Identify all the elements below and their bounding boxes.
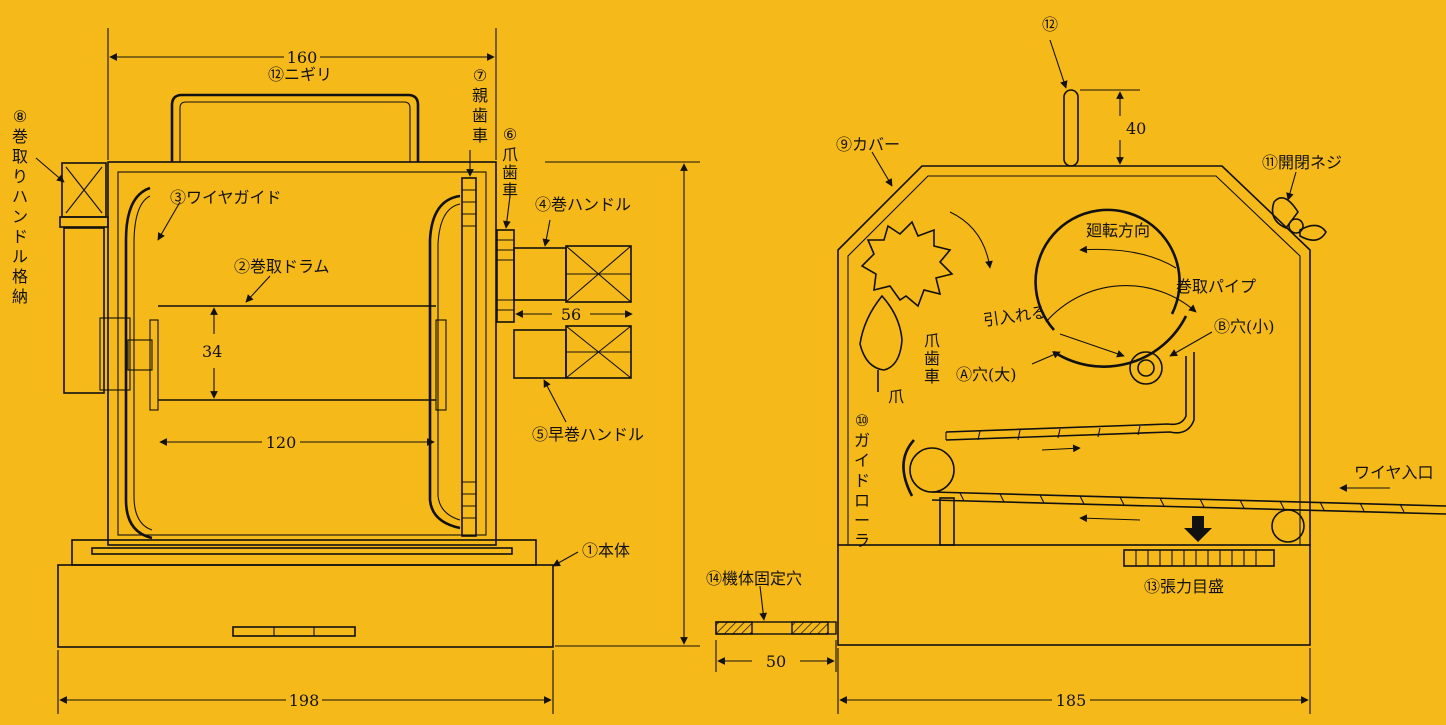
label-drum: ②巻取ドラム — [234, 257, 330, 276]
label-grip-num: ⑫ — [1042, 15, 1058, 34]
wire-bottom-upper — [931, 491, 1446, 507]
fast-handle-shaft — [513, 329, 567, 379]
main-frame — [107, 161, 497, 546]
wing-screw-upper — [1271, 196, 1299, 229]
dim-50: 50 — [766, 652, 786, 671]
label-rotation: 廻転方向 — [1086, 221, 1150, 240]
front-view: 160 198 34 120 56 ⑫ニギリ ③ワイヤガイ — [12, 28, 700, 714]
side-base — [837, 544, 1311, 646]
label-claw-gear-num: ⑥ — [503, 125, 517, 144]
claw-gear — [496, 229, 515, 323]
label-mount-hole: ⑭機体固定穴 — [706, 569, 802, 588]
label-handle-storage-4: ハ — [12, 187, 28, 206]
label-handle-storage-3: り — [12, 167, 28, 186]
label-guide-roller-3: ド — [854, 471, 870, 490]
label-guide-roller-1: ガ — [854, 431, 870, 450]
right-wire-guide — [428, 194, 461, 530]
dim-185: 185 — [1056, 691, 1087, 710]
tension-scale — [1123, 549, 1275, 567]
label-handle-storage-8: 格 — [12, 267, 28, 286]
label-claw-gear-3: 車 — [502, 181, 518, 200]
label-cover: ⑨カバー — [836, 135, 900, 154]
base-slot — [232, 626, 356, 637]
label-claw: 爪 — [888, 387, 904, 406]
handle-storage-body — [63, 227, 105, 394]
dim-34: 34 — [202, 342, 222, 361]
label-main-gear-3: 車 — [472, 126, 488, 145]
label-claw-gear-2: 歯 — [502, 163, 518, 182]
label-handle-storage-6: ド — [12, 227, 28, 246]
wire-top — [945, 352, 1195, 441]
label-guide-roller-4: ロ — [854, 491, 870, 510]
label-claw-gear-1: 爪 — [502, 145, 518, 164]
label-tension-scale: ⑬張力目盛 — [1144, 577, 1224, 596]
label-main-gear-num: ⑦ — [473, 66, 487, 85]
label-claw-gear-right-3: 車 — [924, 367, 940, 386]
label-handle-storage-num: ⑧ — [13, 107, 27, 126]
ratchet-gear — [860, 220, 954, 308]
wing-screw-lower — [1299, 224, 1327, 241]
base-box — [57, 564, 554, 648]
label-fast-handle: ⑤早巻ハンドル — [532, 425, 644, 444]
side-view: 40 185 ⑫ ⑨カバー ⑪開閉ネジ 廻転方向 巻取パイプ Ⓑ穴(小) Ⓐ穴(… — [836, 15, 1446, 714]
label-body: ①本体 — [582, 541, 630, 560]
label-hole-small: Ⓑ穴(小) — [1214, 317, 1275, 336]
label-wind-handle: ④巻ハンドル — [535, 195, 631, 214]
label-wire-in: ワイヤ入口 — [1354, 463, 1434, 482]
dim-40: 40 — [1126, 119, 1146, 138]
label-handle-storage-7: ル — [12, 247, 28, 266]
label-guide-roller-num: ⑩ — [855, 411, 869, 430]
wind-handle-shaft — [513, 247, 567, 301]
grip-handle — [170, 93, 420, 162]
label-claw-gear-right-1: 爪 — [924, 331, 940, 350]
main-gear — [461, 177, 477, 537]
dim-120: 120 — [266, 433, 297, 452]
label-handle-storage-1: 巻 — [12, 127, 28, 146]
label-claw-gear-right-2: 歯 — [924, 349, 940, 368]
guide-roller-shield — [902, 439, 915, 497]
dim-160: 160 — [287, 48, 318, 67]
label-guide-roller-5: ー — [854, 511, 870, 530]
label-guide-roller-6: ラ — [854, 531, 870, 550]
claw-part — [859, 294, 903, 371]
label-handle-storage-2: 取 — [12, 147, 28, 166]
label-pipe: 巻取パイプ — [1176, 277, 1256, 296]
pipe-inner — [1034, 208, 1181, 331]
label-grip-side: ⑫ニギリ — [268, 65, 332, 84]
label-main-gear-1: 親 — [472, 86, 488, 105]
mount-hatch-right — [791, 621, 829, 635]
dim-56: 56 — [561, 305, 581, 324]
label-open-screw: ⑪開閉ネジ — [1262, 153, 1342, 172]
label-handle-storage-9: 納 — [12, 287, 28, 306]
base-plate — [71, 539, 537, 566]
mount-hole-detail: ⑭機体固定穴 50 — [706, 569, 837, 672]
pipe-outer-left — [1053, 315, 1188, 368]
label-hole-large: Ⓐ穴(大) — [956, 365, 1017, 384]
label-handle-storage-5: ン — [12, 207, 28, 226]
left-wire-guide — [124, 186, 153, 540]
label-pull-in: 引入れる — [982, 302, 1048, 330]
tension-roller — [1271, 509, 1305, 543]
dim-198: 198 — [289, 691, 320, 710]
guide-roller — [909, 447, 955, 493]
label-main-gear-2: 歯 — [472, 106, 488, 125]
label-guide-roller-2: イ — [854, 451, 870, 470]
label-wire-guide: ③ワイヤガイド — [170, 188, 282, 207]
mount-hatch-left — [715, 621, 753, 635]
side-grip — [1063, 89, 1079, 167]
